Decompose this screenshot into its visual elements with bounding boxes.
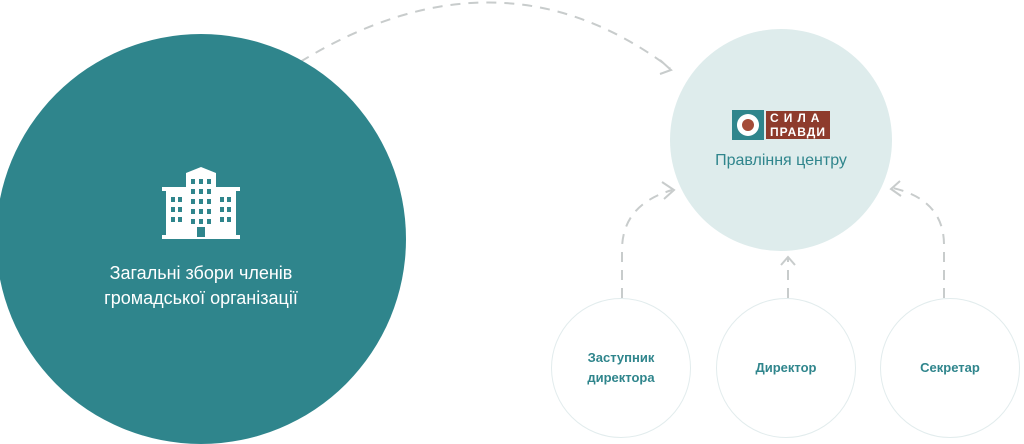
logo-text-line2: ПРАВДИ (770, 125, 826, 139)
general-assembly-label-line1: Загальні збори членів (109, 263, 293, 283)
arrowhead-secretary (889, 180, 902, 197)
arrowhead-deputy (661, 181, 676, 200)
member-circle-secretary: Секретар (880, 298, 1020, 438)
connector-deputy-to-board (621, 189, 673, 298)
member-label: Заступник директора (587, 348, 654, 388)
connector-main-to-board (299, 1, 671, 69)
arrowhead-main (659, 59, 673, 75)
member-label-line1: Заступник (587, 350, 655, 365)
logo-text: СИЛА ПРАВДИ (766, 111, 830, 139)
board-circle: СИЛА ПРАВДИ Правління центру (670, 29, 892, 251)
logo-mark-icon (732, 110, 765, 140)
general-assembly-label: Загальні збори членів громадської органі… (104, 261, 298, 311)
member-label: Секретар (920, 360, 980, 375)
sila-pravdy-logo: СИЛА ПРАВДИ (732, 110, 830, 140)
member-label: Директор (755, 360, 817, 375)
general-assembly-label-line2: громадської організації (104, 288, 298, 308)
board-label: Правління центру (715, 152, 847, 169)
general-assembly-circle: Загальні збори членів громадської органі… (0, 34, 406, 444)
connector-secretary-to-board (892, 187, 945, 298)
member-circle-director: Директор (716, 298, 856, 438)
member-label-line2: директора (587, 370, 655, 385)
arrowhead-director (780, 255, 796, 266)
member-circle-deputy-director: Заступник директора (551, 298, 691, 438)
logo-text-line1: СИЛА (770, 111, 825, 125)
building-icon (162, 167, 240, 239)
